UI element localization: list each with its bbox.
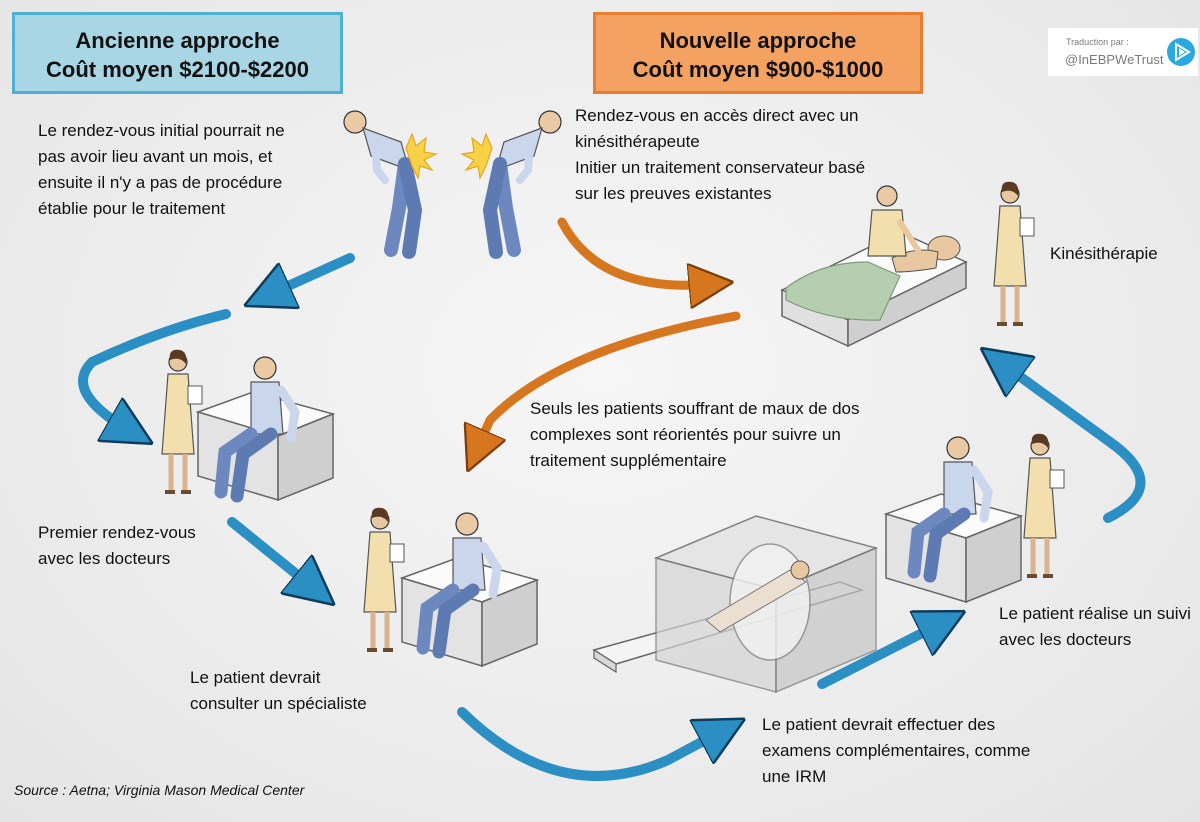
exams-label: Le patient devrait effectuer des examens… <box>762 715 1031 786</box>
followup-label: Le patient réalise un suivi avec les doc… <box>999 604 1191 649</box>
specialist-scene <box>364 508 538 667</box>
source-note: Source : Aetna; Virginia Mason Medical C… <box>14 782 305 798</box>
first-visit-label: Premier rendez-vous avec les docteurs <box>38 523 196 568</box>
new-approach-note: Rendez-vous en accès direct avec un kiné… <box>575 106 866 203</box>
translation-label: Traduction par : <box>1066 37 1129 47</box>
new-approach-cost: Coût moyen $900-$1000 <box>632 57 884 82</box>
blue-arrow-5 <box>817 622 944 689</box>
first-visit-scene <box>162 350 334 500</box>
play-logo-icon <box>1167 38 1195 66</box>
physio-scene <box>780 182 1034 348</box>
complex-cases-label: Seuls les patients souffrant de maux de … <box>530 399 860 470</box>
new-approach-box: Nouvelle approche Coût moyen $900-$1000 <box>593 12 923 94</box>
blue-arrow-2 <box>78 309 231 432</box>
patient-back-pain-right <box>460 111 561 252</box>
old-approach-title: Ancienne approche <box>75 28 280 53</box>
blue-arrow-4 <box>457 707 724 781</box>
old-approach-cost: Coût moyen $2100-$2200 <box>46 57 309 82</box>
physio-label: Kinésithérapie <box>1050 244 1158 263</box>
blue-arrow-3 <box>227 517 316 590</box>
specialist-label: Le patient devrait consulter un spéciali… <box>190 668 367 713</box>
mri-scene <box>592 515 879 694</box>
translation-handle: @InEBPWeTrust <box>1065 52 1164 67</box>
blue-arrow-1 <box>266 253 355 296</box>
old-approach-box: Ancienne approche Coût moyen $2100-$2200 <box>12 12 343 94</box>
blue-arrow-6 <box>1000 362 1146 523</box>
orange-arrow-2 <box>476 311 741 452</box>
orange-arrow-1 <box>557 217 712 285</box>
new-approach-title: Nouvelle approche <box>659 28 857 53</box>
followup-scene <box>885 434 1064 603</box>
old-approach-note: Le rendez-vous initial pourrait ne pas a… <box>38 121 285 218</box>
patient-back-pain-left <box>344 111 438 252</box>
translation-badge[interactable]: Traduction par : @InEBPWeTrust <box>1048 28 1198 76</box>
